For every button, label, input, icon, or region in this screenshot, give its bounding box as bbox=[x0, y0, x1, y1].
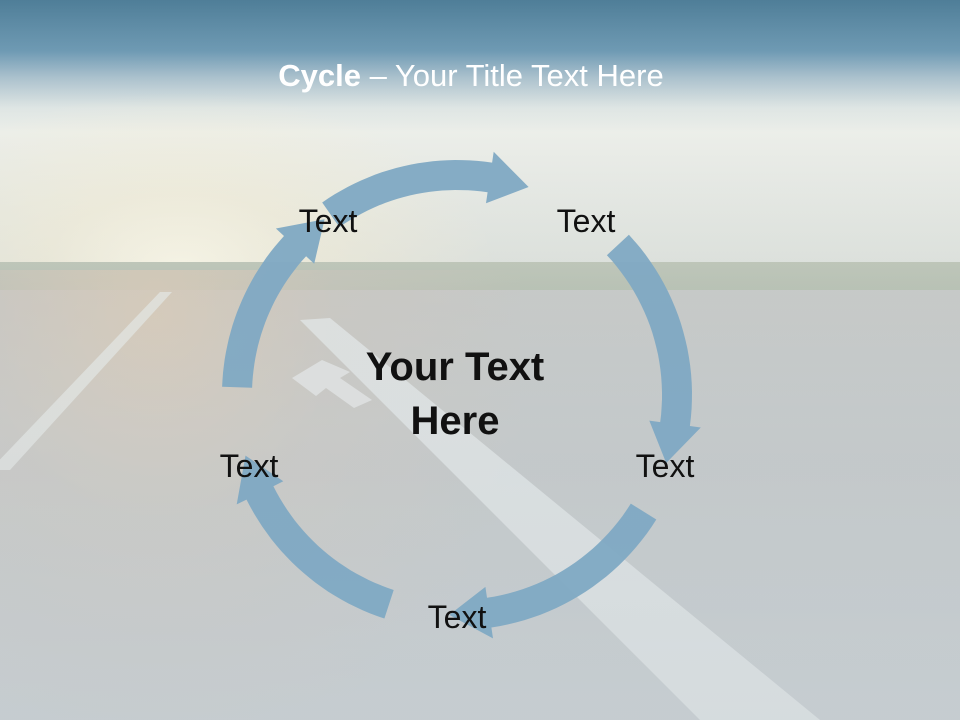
cycle-arrow bbox=[322, 151, 529, 228]
road-arrow-marking bbox=[292, 360, 372, 408]
slide-title: Cycle – Your Title Text Here bbox=[0, 56, 942, 96]
cycle-node-label: Text bbox=[427, 599, 487, 635]
cycle-arrow bbox=[222, 219, 325, 388]
title-rest: – Your Title Text Here bbox=[361, 58, 664, 93]
cycle-node-label: Text bbox=[556, 203, 616, 239]
center-text-line: Here bbox=[410, 399, 500, 443]
cycle-arrow bbox=[606, 234, 701, 463]
cycle-node-label: Text bbox=[298, 203, 358, 239]
cycle-arrow bbox=[236, 455, 394, 619]
cycle-arrows bbox=[222, 151, 701, 639]
road-edge-line bbox=[0, 292, 172, 470]
cycle-node-label: Text bbox=[635, 448, 695, 484]
center-text: Your Text Here bbox=[330, 340, 580, 448]
cycle-arrow bbox=[449, 503, 657, 639]
title-bold: Cycle bbox=[278, 58, 361, 93]
cycle-node-label: Text bbox=[219, 448, 279, 484]
center-text-line: Your Text bbox=[365, 345, 545, 389]
road-center-line bbox=[300, 318, 820, 720]
